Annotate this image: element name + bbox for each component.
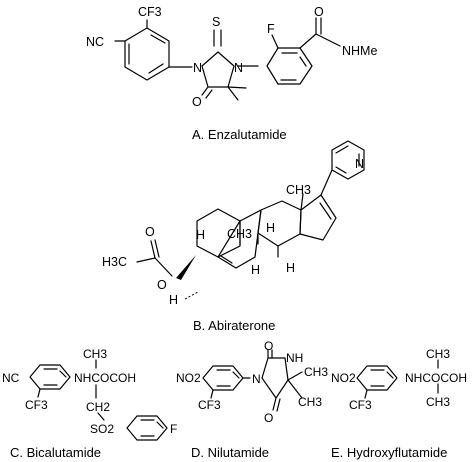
abi-h4-label: H [196, 228, 205, 242]
enz-nhme-label: NHMe [342, 44, 377, 58]
enz-nc-label: NC [86, 35, 104, 49]
enz-o2-label: O [314, 5, 324, 19]
nil-n-label: N [252, 372, 261, 386]
abi-n-label: N [355, 157, 364, 171]
nil-cf3-label: CF3 [198, 398, 221, 412]
bic-f-label: F [170, 422, 177, 436]
enz-n1-label: N [193, 61, 202, 75]
abi-o2-label: O [157, 278, 167, 292]
hydroxyflutamide-structure [356, 359, 439, 399]
abi-ch3-top-label: CH3 [286, 183, 311, 197]
hyd-ch3-bot-label: CH3 [426, 395, 450, 409]
abi-h3-label: H [286, 261, 295, 275]
nil-ch3-b-label: CH3 [298, 395, 322, 409]
hyd-ch3-top-label: CH3 [426, 347, 450, 361]
nil-ch3-a-label: CH3 [304, 365, 328, 379]
hyd-no2-label: NO2 [331, 371, 356, 385]
enz-n2-label: N [234, 61, 243, 75]
abi-h3c-label: H3C [102, 255, 127, 269]
nilutamide-structure [202, 349, 303, 412]
abi-ch3-mid-label: CH3 [227, 227, 252, 241]
nil-no2-label: NO2 [176, 371, 201, 385]
caption-abiraterone: B. Abiraterone [193, 318, 275, 333]
abi-h-left-label: H [169, 293, 178, 307]
enz-s-label: S [212, 15, 220, 29]
abi-h2-label: H [251, 263, 260, 277]
bic-cf3-label: CF3 [25, 398, 48, 412]
bic-ch2-label: CH2 [86, 400, 110, 414]
bic-ch3-label: CH3 [83, 347, 107, 361]
enzalutamide-structure [114, 17, 341, 101]
bic-so2-label: SO2 [90, 422, 114, 436]
caption-hydroxyflutamide: E. Hydroxyflutamide [331, 445, 447, 460]
nil-o-top-label: O [264, 339, 273, 353]
enz-o-label: O [192, 95, 202, 109]
caption-bicalutamide: C. Bicalutamide [10, 445, 101, 460]
abiraterone-structure [136, 140, 365, 300]
bic-nc-label: NC [2, 371, 20, 385]
enz-cf3-label: CF3 [138, 5, 162, 19]
abi-h1-label: H [266, 221, 275, 235]
nil-nh-label: NH [286, 351, 303, 365]
nil-o-bot-label: O [264, 411, 273, 425]
bicalutamide-structure [29, 359, 168, 441]
caption-enzalutamide: A. Enzalutamide [192, 127, 287, 142]
enz-f-label: F [267, 22, 275, 36]
caption-nilutamide: D. Nilutamide [191, 445, 269, 460]
abi-o1-label: O [145, 225, 155, 239]
hyd-cf3-label: CF3 [349, 398, 372, 412]
bic-nhcocoh-label: NHCOCOH [74, 371, 136, 385]
hyd-nhcocoh-label: NHCOCOH [405, 371, 467, 385]
